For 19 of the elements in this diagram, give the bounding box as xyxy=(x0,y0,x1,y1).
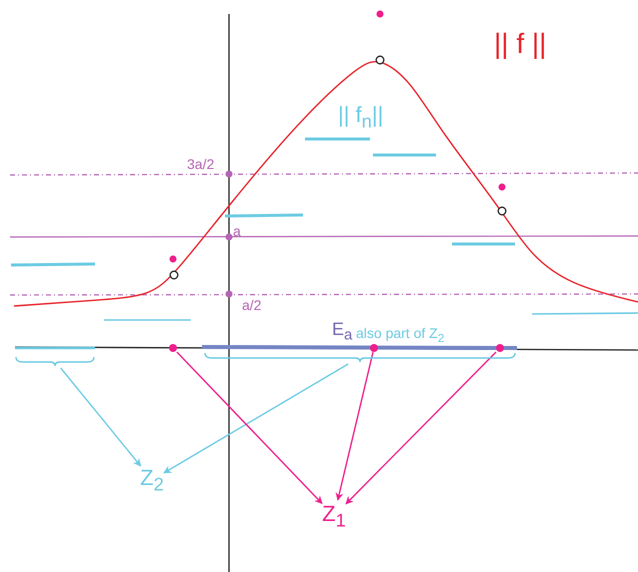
point xyxy=(169,344,177,352)
arrow xyxy=(163,363,349,474)
arrow xyxy=(60,368,142,467)
norm-label: || f || xyxy=(494,30,546,58)
brace xyxy=(15,354,95,368)
arrow xyxy=(345,352,497,504)
set-label: E$_{a}$ xyxy=(332,320,352,343)
level-label: 3a/2 xyxy=(187,157,214,171)
arrow xyxy=(336,352,374,501)
point xyxy=(370,344,378,352)
brace xyxy=(204,350,516,364)
level-label: a xyxy=(233,224,241,238)
level-label: a/2 xyxy=(242,298,262,312)
set-name: Z$_{1}$ xyxy=(322,500,346,532)
norm-label: || f$_{n}$|| xyxy=(338,104,384,131)
arrow xyxy=(176,352,323,504)
point xyxy=(496,344,504,352)
set-name: Z$_{2}$ xyxy=(140,466,164,494)
note-label: also part of Z$_{2}$ xyxy=(356,326,444,344)
